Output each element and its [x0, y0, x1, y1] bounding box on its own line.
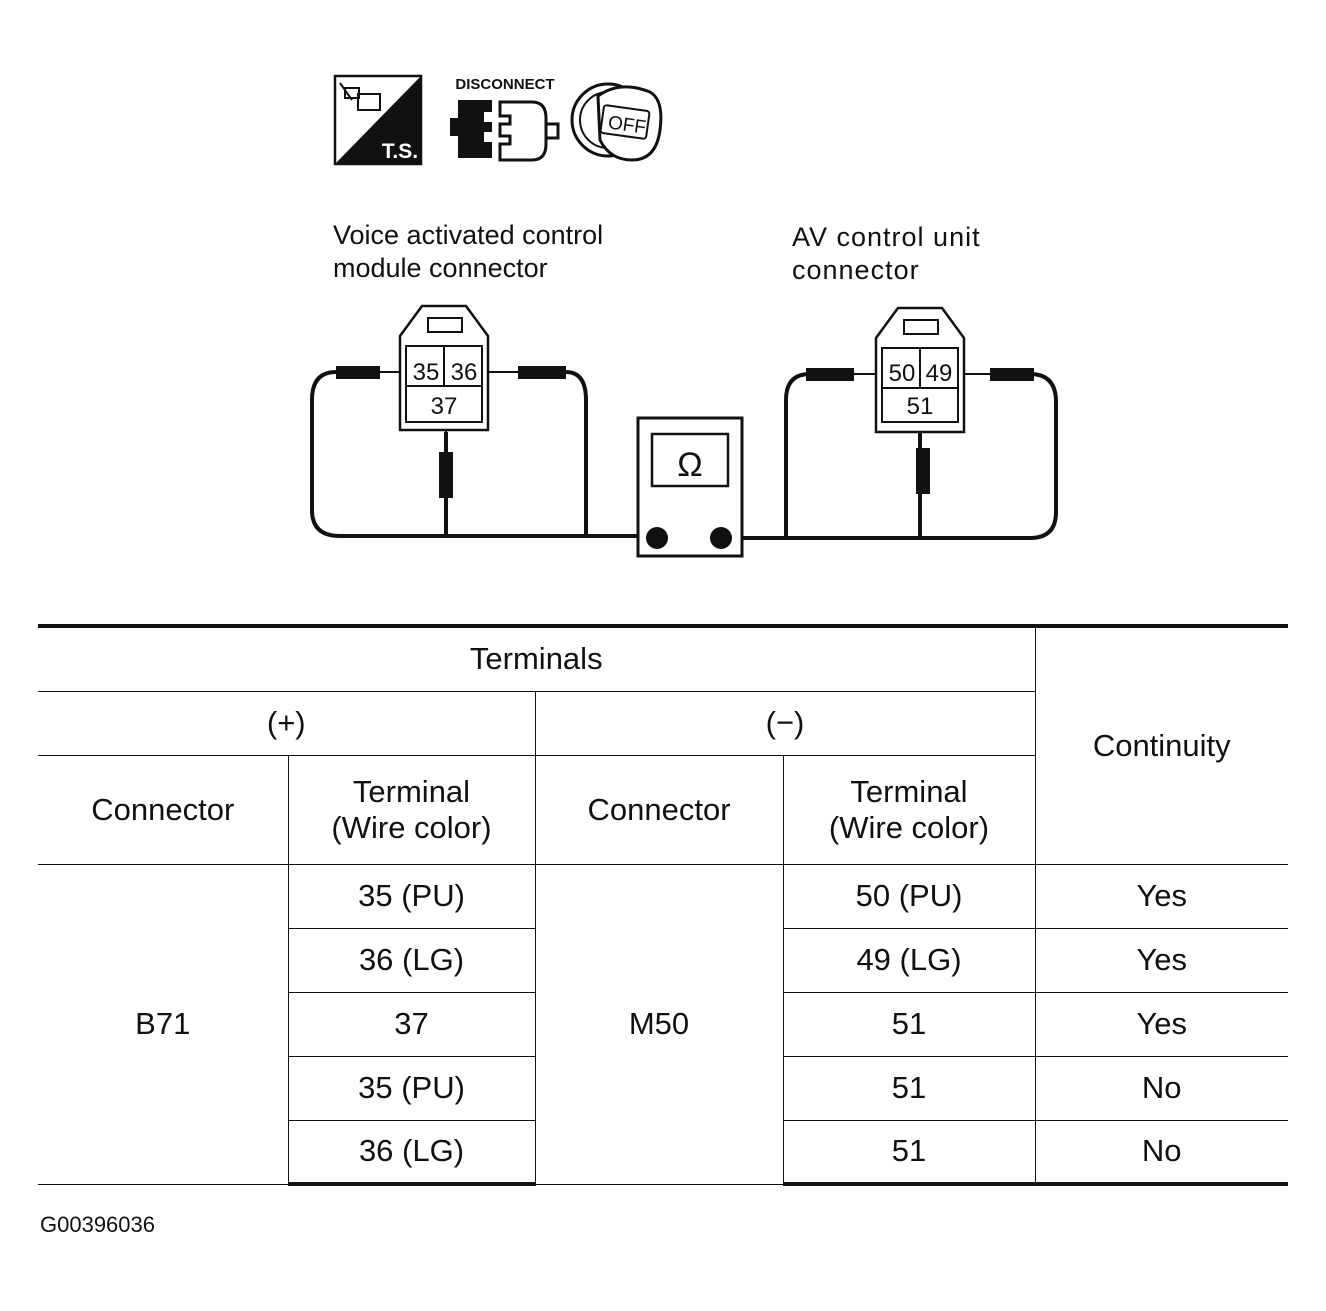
trouble-shooting-icon: T.S. — [333, 74, 423, 166]
terminal-header-line1: Terminal — [850, 773, 968, 809]
minus-header: (−) — [534, 690, 1036, 756]
table-row: 35 (PU) 51 No — [38, 1055, 1288, 1121]
plus-terminal-cell: 35 (PU) — [287, 863, 536, 929]
table-row: B71 35 (PU) M50 50 (PU) Yes — [38, 863, 1288, 1185]
disconnect-icon-label: DISCONNECT — [455, 76, 554, 93]
left-connector-caption-line1: Voice activated control — [333, 220, 603, 250]
plus-connector-header: Connector — [38, 754, 289, 865]
table-row: 36 (LG) 51 No — [38, 1119, 1288, 1186]
minus-terminal-cell: 51 — [782, 991, 1036, 1057]
minus-connector-header: Connector — [534, 754, 784, 865]
left-pin-label: 35 — [413, 359, 440, 386]
plus-terminal-cell: 36 (LG) — [287, 927, 536, 993]
test-probes — [336, 366, 1034, 498]
right-pin-label: 51 — [907, 393, 934, 420]
right-pin-label: 49 — [926, 360, 953, 387]
continuity-header: Continuity — [1034, 624, 1288, 865]
plus-terminal-cell: 36 (LG) — [287, 1119, 536, 1186]
minus-terminal-header: Terminal (Wire color) — [782, 754, 1036, 865]
plus-connector-cell: B71 — [38, 863, 289, 1185]
terminal-header-line2: (Wire color) — [331, 809, 492, 845]
continuity-cell: No — [1034, 1055, 1288, 1121]
table-row: 36 (LG) 49 (LG) Yes — [38, 927, 1288, 993]
ignition-off-icon: OFF — [570, 82, 663, 162]
plus-header: (+) — [38, 690, 536, 756]
plus-terminal-cell: 35 (PU) — [287, 1055, 536, 1121]
continuity-table: Terminals Continuity (+) (−) Connector T… — [38, 624, 1288, 1186]
plus-terminal-header: Terminal (Wire color) — [287, 754, 536, 865]
left-pin-label: 37 — [431, 393, 458, 420]
table-row: 37 51 Yes — [38, 991, 1288, 1057]
continuity-cell: Yes — [1034, 863, 1288, 929]
minus-terminal-cell: 51 — [782, 1055, 1036, 1121]
right-connector: 50 49 51 — [874, 306, 966, 434]
right-connector-caption-line1: AV control unit — [792, 222, 981, 252]
continuity-cell: Yes — [1034, 991, 1288, 1057]
plus-terminal-cell: 37 — [287, 991, 536, 1057]
continuity-cell: No — [1034, 1119, 1288, 1186]
left-pin-label: 36 — [451, 359, 478, 386]
right-pin-label: 50 — [889, 360, 916, 387]
ts-icon-label: T.S. — [382, 140, 418, 163]
left-connector-caption-line2: module connector — [333, 253, 548, 283]
minus-connector-cell: M50 — [534, 863, 784, 1185]
figure-id: G00396036 — [40, 1212, 155, 1237]
wiring-diagram: T.S. DISCONNECT OFF Voice activated cont… — [310, 74, 1058, 558]
disconnect-icon: DISCONNECT — [450, 76, 560, 162]
continuity-cell: Yes — [1034, 927, 1288, 993]
minus-terminal-cell: 49 (LG) — [782, 927, 1036, 993]
ohmmeter: Ω — [636, 416, 744, 558]
terminal-header-line2: (Wire color) — [828, 809, 990, 845]
terminal-header-line1: Terminal — [352, 773, 471, 809]
ohm-symbol: Ω — [677, 446, 702, 484]
terminals-header: Terminals — [38, 624, 1036, 692]
meter-terminal-left — [646, 527, 668, 549]
off-icon-label: OFF — [607, 112, 648, 138]
left-connector: 35 36 37 — [398, 304, 490, 432]
meter-terminal-right — [710, 527, 732, 549]
right-connector-caption-line2: connector — [792, 255, 920, 285]
minus-terminal-cell: 50 (PU) — [782, 863, 1036, 929]
minus-terminal-cell: 51 — [782, 1119, 1036, 1186]
